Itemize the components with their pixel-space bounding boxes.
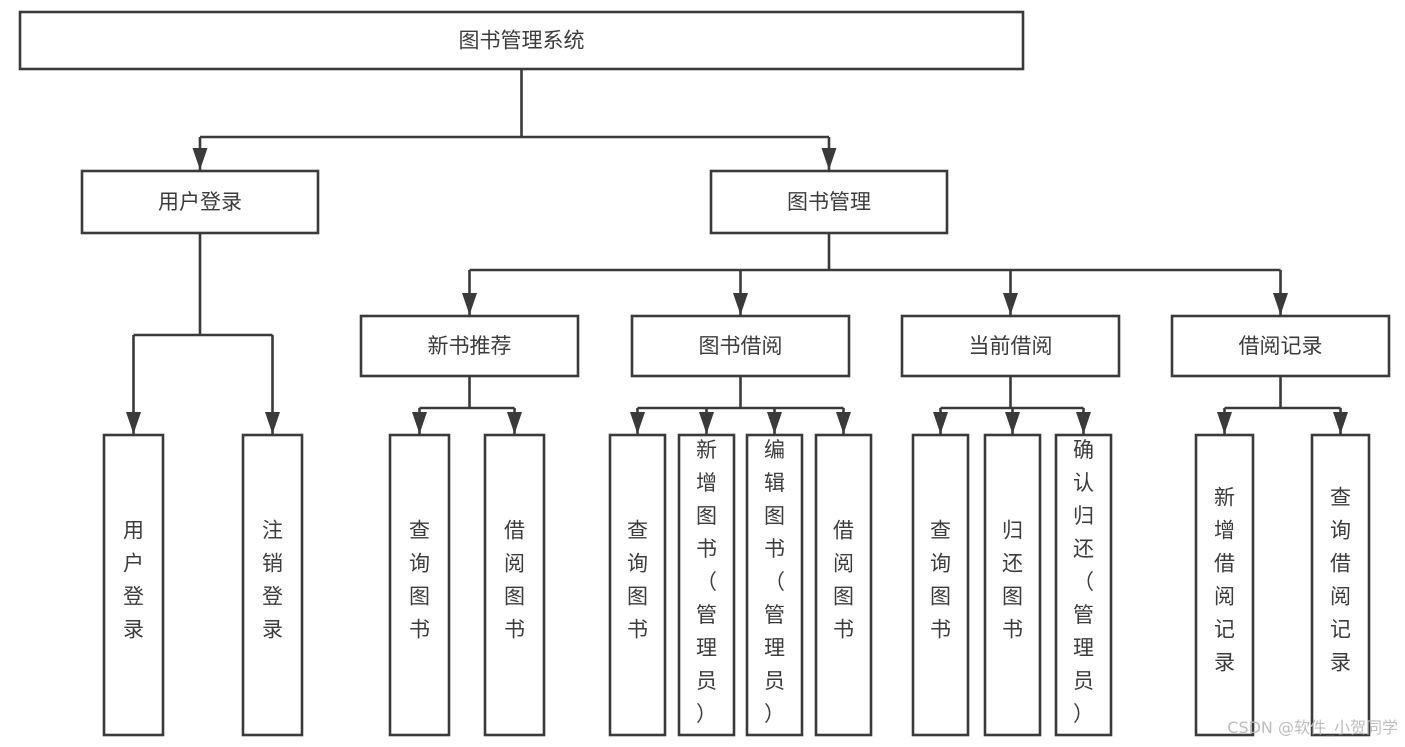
node-leaf-logout[interactable]: 注销登录 — [241, 433, 304, 737]
arrow-head-icon — [767, 412, 782, 434]
node-leaf-query-book-borrow[interactable]: 查询图书 — [608, 433, 667, 737]
arrow-head-icon — [1333, 412, 1348, 434]
node-leaf-borrow-book[interactable]: 借阅图书 — [814, 433, 873, 737]
arrow-head-icon — [1273, 293, 1288, 315]
arrow-head-icon — [1076, 412, 1091, 434]
arrow-head-icon — [126, 412, 141, 434]
leaf-node-box[interactable] — [102, 433, 165, 737]
node-label: 查询借阅记录 — [1330, 486, 1351, 675]
arrow-head-icon — [699, 412, 714, 434]
node-label: 编辑图书（管理员） — [764, 438, 785, 726]
leaf-node-box[interactable] — [911, 433, 970, 737]
arrow-head-icon — [1003, 293, 1018, 315]
arrow-head-icon — [933, 412, 948, 434]
level3-node-box[interactable] — [1170, 314, 1391, 378]
node-book-borrow[interactable]: 图书借阅 — [630, 314, 851, 378]
node-label: 新书推荐 — [428, 334, 512, 358]
node-label: 用户登录 — [158, 190, 242, 214]
arrow-head-icon — [821, 148, 837, 170]
level3-node-box[interactable] — [630, 314, 851, 378]
leaf-node-box[interactable] — [814, 433, 873, 737]
leaf-node-box[interactable] — [1194, 433, 1255, 737]
arrow-head-icon — [733, 293, 748, 315]
level3-node-box[interactable] — [359, 314, 580, 378]
leaf-node-box[interactable] — [608, 433, 667, 737]
node-leaf-add-borrow-record[interactable]: 新增借阅记录 — [1194, 433, 1255, 737]
level2-node-box[interactable] — [80, 169, 320, 235]
node-label: 归还图书 — [1002, 519, 1023, 642]
leaf-node-box[interactable] — [1054, 433, 1113, 737]
leaf-node-box[interactable] — [745, 433, 804, 737]
arrow-head-icon — [192, 148, 208, 170]
csdn-watermark: CSDN @软件_小贺同学 — [1227, 718, 1398, 738]
node-label: 新增图书（管理员） — [696, 438, 717, 726]
arrow-head-icon — [1217, 412, 1232, 434]
node-leaf-add-book[interactable]: 新增图书（管理员） — [677, 433, 736, 737]
node-current-borrow[interactable]: 当前借阅 — [900, 314, 1121, 378]
arrow-head-icon — [1005, 412, 1020, 434]
node-root[interactable]: 图书管理系统 — [18, 10, 1025, 71]
node-leaf-query-borrow-record[interactable]: 查询借阅记录 — [1310, 433, 1371, 737]
node-label: 查询图书 — [627, 519, 648, 642]
node-leaf-return-book[interactable]: 归还图书 — [983, 433, 1042, 737]
arrow-head-icon — [836, 412, 851, 434]
arrow-head-icon — [507, 412, 522, 434]
node-user-login[interactable]: 用户登录 — [80, 169, 320, 235]
node-label: 确认归还（管理员） — [1073, 438, 1094, 726]
node-label: 新增借阅记录 — [1214, 486, 1235, 675]
node-leaf-confirm-return[interactable]: 确认归还（管理员） — [1054, 433, 1113, 737]
leaf-node-box[interactable] — [483, 433, 546, 737]
node-label: 用户登录 — [123, 519, 144, 642]
node-new-book-recommend[interactable]: 新书推荐 — [359, 314, 580, 378]
node-label: 借阅记录 — [1239, 334, 1323, 358]
node-leaf-user-login[interactable]: 用户登录 — [102, 433, 165, 737]
node-label: 当前借阅 — [969, 334, 1053, 358]
leaf-node-box[interactable] — [388, 433, 451, 737]
leaf-node-box[interactable] — [241, 433, 304, 737]
node-label: 图书管理系统 — [459, 29, 585, 53]
level2-node-box[interactable] — [709, 169, 949, 235]
node-label: 查询图书 — [409, 519, 430, 642]
leaf-node-box[interactable] — [1310, 433, 1371, 737]
node-label: 查询图书 — [930, 519, 951, 642]
node-leaf-query-book-current[interactable]: 查询图书 — [911, 433, 970, 737]
arrow-head-icon — [265, 412, 280, 434]
level3-node-box[interactable] — [900, 314, 1121, 378]
node-leaf-edit-book[interactable]: 编辑图书（管理员） — [745, 433, 804, 737]
node-label: 注销登录 — [262, 519, 283, 642]
node-label: 图书管理 — [787, 190, 871, 214]
arrow-head-icon — [630, 412, 645, 434]
node-label: 图书借阅 — [699, 334, 783, 358]
arrow-head-icon — [412, 412, 427, 434]
node-book-management[interactable]: 图书管理 — [709, 169, 949, 235]
root-node-box[interactable] — [18, 10, 1025, 71]
node-label: 借阅图书 — [504, 519, 525, 642]
leaf-node-box[interactable] — [677, 433, 736, 737]
node-leaf-borrow-book-recommend[interactable]: 借阅图书 — [483, 433, 546, 737]
node-leaf-query-book-recommend[interactable]: 查询图书 — [388, 433, 451, 737]
connectors-layer — [126, 69, 1348, 434]
nodes-layer: 图书管理系统用户登录图书管理新书推荐图书借阅当前借阅借阅记录用户登录注销登录查询… — [18, 10, 1391, 737]
arrow-head-icon — [462, 293, 477, 315]
node-borrow-record[interactable]: 借阅记录 — [1170, 314, 1391, 378]
leaf-node-box[interactable] — [983, 433, 1042, 737]
node-label: 借阅图书 — [833, 519, 854, 642]
